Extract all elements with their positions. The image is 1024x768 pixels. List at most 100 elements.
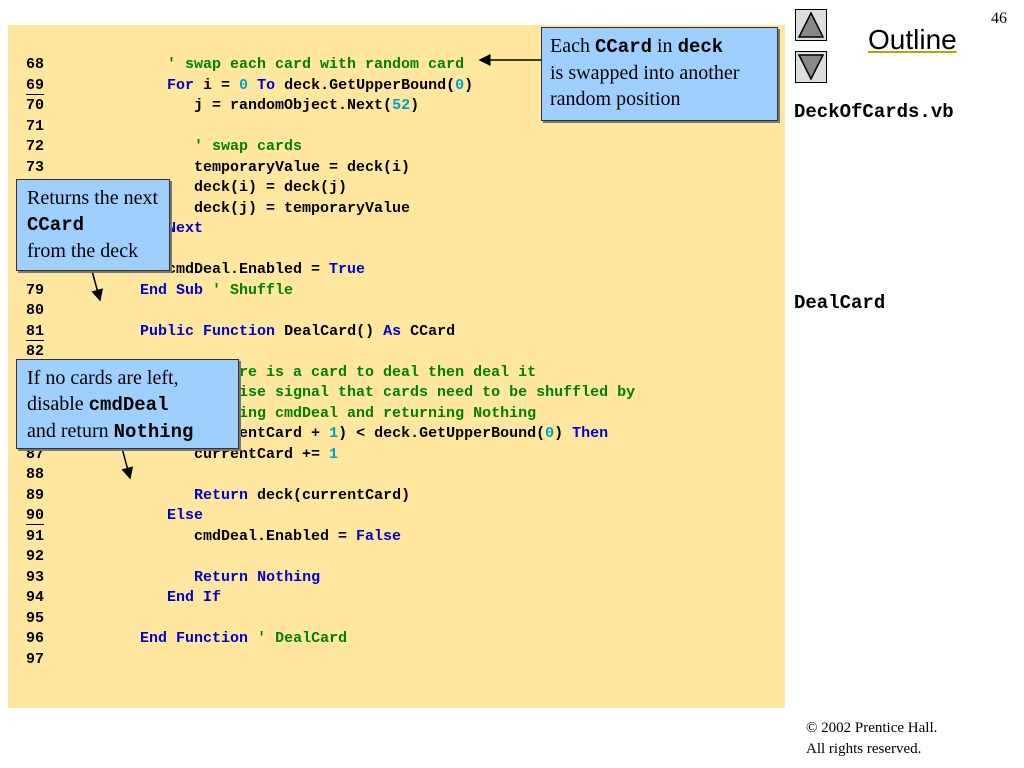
triangle-up-icon xyxy=(797,11,825,38)
line-number: 72 xyxy=(26,138,45,155)
line-number: 87 xyxy=(26,445,45,463)
code-token: ' swap cards xyxy=(194,138,303,155)
code-token: cmdDeal.Enabled = xyxy=(86,261,330,278)
code-line: 90 Else xyxy=(26,506,635,527)
code-line: 80 xyxy=(26,301,635,322)
code-token: deck.GetUpperBound( xyxy=(275,76,456,94)
code-token: j = randomObject.Next( xyxy=(86,97,393,114)
code-token: ' DealCard xyxy=(257,630,348,647)
next-slide-button[interactable] xyxy=(795,51,827,83)
file-label: DeckOfCards.vb xyxy=(794,101,954,123)
code-token: End Function xyxy=(140,630,249,647)
code-token: Public xyxy=(140,322,195,340)
line-number: 92 xyxy=(26,548,45,565)
nocards-arrow xyxy=(121,447,134,480)
line-number: 97 xyxy=(26,650,45,668)
copyright: © 2002 Prentice Hall. All rights reserve… xyxy=(806,718,937,760)
code-line: 79 End Sub ' Shuffle xyxy=(26,281,635,302)
callout-swap-text-2: in xyxy=(652,35,678,57)
code-token: deck(j) = temporaryValue xyxy=(86,199,411,217)
code-token: 1 xyxy=(329,425,339,442)
outline-label[interactable]: Outline xyxy=(868,24,957,55)
callout-nocards-text-2: and return xyxy=(27,420,114,442)
line-number: 80 xyxy=(26,302,45,319)
line-number: 94 xyxy=(26,589,45,606)
callout-swap: Each CCard in deck is swapped into anoth… xyxy=(541,27,778,121)
callout-nocards-text-1: If no cards are left, disable xyxy=(27,367,179,415)
line-number: 95 xyxy=(26,609,45,627)
line-number: 88 xyxy=(26,466,45,483)
code-line: 95 xyxy=(26,609,635,630)
code-token: ' Shuffle xyxy=(212,281,294,299)
code-token: To xyxy=(257,76,276,94)
code-token: currentCard += xyxy=(86,445,330,463)
code-line: 92 xyxy=(26,547,635,568)
line-number: 81 xyxy=(26,322,45,341)
code-line: 91 cmdDeal.Enabled = False xyxy=(26,527,635,548)
code-token: End If xyxy=(167,589,222,606)
code-token: ) xyxy=(410,97,420,114)
page-number: 46 xyxy=(991,10,1007,27)
code-line: 96 End Function ' DealCard xyxy=(26,629,635,650)
code-line: 72 ' swap cards xyxy=(26,137,635,158)
line-number: 96 xyxy=(26,630,45,647)
copyright-line-2: All rights reserved. xyxy=(806,741,922,757)
code-token: CCard xyxy=(401,322,456,340)
callout-returns-code-1: CCard xyxy=(27,214,85,236)
callout-returns-text-2: from the deck xyxy=(27,240,139,262)
line-number: 69 xyxy=(26,76,45,95)
code-line: 71 xyxy=(26,117,635,138)
code-token: cmdDeal.Enabled = xyxy=(86,527,357,545)
line-number: 68 xyxy=(26,56,45,73)
line-number: 70 xyxy=(26,97,45,114)
code-line: 88 xyxy=(26,465,635,486)
copyright-line-1: © 2002 Prentice Hall. xyxy=(806,720,938,736)
code-line: 93 Return Nothing xyxy=(26,568,635,589)
code-token: ) xyxy=(554,425,573,442)
code-token: Next xyxy=(167,220,204,237)
code-token: Function xyxy=(203,322,276,340)
code-line: 97 xyxy=(26,650,635,671)
previous-slide-button[interactable] xyxy=(795,9,827,41)
code-token: i = xyxy=(194,76,240,94)
callout-nocards-code-2: Nothing xyxy=(113,421,194,443)
code-token: deck(currentCard) xyxy=(248,486,411,504)
line-number: 82 xyxy=(26,343,45,360)
code-token: ' if there is a card to deal then deal i… xyxy=(167,363,537,381)
line-number: 89 xyxy=(26,486,45,504)
code-token: Return xyxy=(194,568,249,586)
triangle-down-icon xyxy=(797,54,825,81)
code-line: 70 j = randomObject.Next(52) xyxy=(26,96,635,117)
callout-returns: Returns the next CCard from the deck xyxy=(16,179,170,271)
code-token: True xyxy=(329,261,366,278)
code-token: ) < deck.GetUpperBound( xyxy=(338,425,546,442)
code-token: Else xyxy=(167,507,204,524)
line-number: 73 xyxy=(26,158,45,176)
code-token: ) xyxy=(464,76,474,94)
section-label: DealCard xyxy=(794,292,886,314)
code-line: 68 ' swap each card with random card xyxy=(26,55,635,76)
code-token: As xyxy=(383,322,402,340)
code-token: ' swap each card with random card xyxy=(167,56,465,73)
code-token: False xyxy=(356,527,402,545)
code-token: 0 xyxy=(239,76,249,94)
callout-swap-text-3: is swapped into another random position xyxy=(550,62,740,110)
code-token: 52 xyxy=(392,97,411,114)
code-token: DealCard() xyxy=(275,322,384,340)
callout-nocards-code-1: cmdDeal xyxy=(88,394,169,416)
code-line: 81 Public Function DealCard() As CCard xyxy=(26,322,635,343)
code-token: Then xyxy=(572,425,609,442)
code-token: Nothing xyxy=(257,568,321,586)
code-line: 82 xyxy=(26,342,635,363)
code-token: temporaryValue = deck(i) xyxy=(86,158,411,176)
code-line: 94 End If xyxy=(26,588,635,609)
code-line: 74 deck(i) = deck(j) xyxy=(26,178,635,199)
line-number: 93 xyxy=(26,568,45,586)
callout-swap-code-2: deck xyxy=(677,36,724,58)
code-token: End Sub xyxy=(140,281,204,299)
line-number: 90 xyxy=(26,507,45,525)
line-number: 71 xyxy=(26,117,45,135)
code-line: 87 currentCard += 1 xyxy=(26,445,635,466)
code-token: 1 xyxy=(329,445,339,463)
